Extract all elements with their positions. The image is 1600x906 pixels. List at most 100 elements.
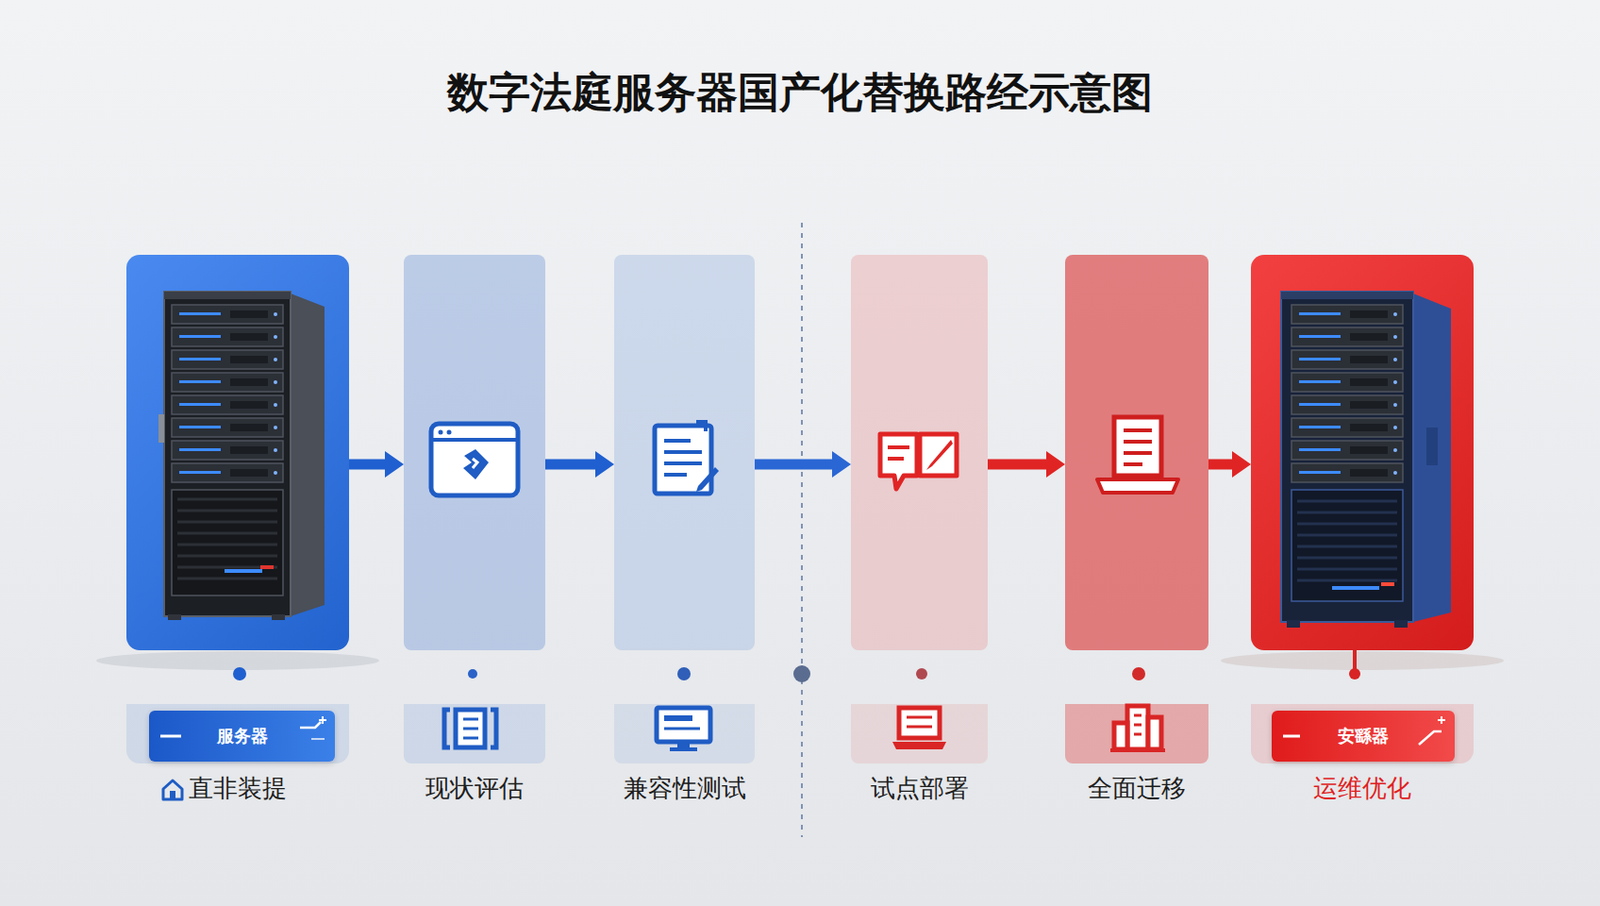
server-rack-part [1381,582,1395,586]
building-icon-part [1110,748,1166,752]
document-icon-part [463,727,479,731]
stage-label: 现状评估 [425,773,524,803]
document-edit-icon-part [696,466,719,492]
server-rack-part [1291,372,1403,392]
server-rack-part [167,614,182,620]
house-icon-part [169,790,176,800]
badge-decoration-part [318,716,327,724]
badge-pill: 安繇器 [1271,710,1455,762]
laptop-icon-part [892,741,947,750]
book-comment-icon-part [880,433,917,489]
stage-label: 运维优化 [1313,773,1412,803]
flow-arrow [349,450,404,478]
laptop-document-icon-part [1123,428,1152,433]
server-rack-part [224,568,263,573]
badge-decoration-part [1418,731,1442,745]
server-rack-part [1394,619,1408,628]
document-edit-icon-part [664,438,691,443]
monitor-icon [652,703,715,753]
server-rack-part [171,440,284,460]
stage-panel: 直非装提 服务器 [126,254,350,764]
arrow-head [832,450,851,478]
browser-icon-part [431,423,518,496]
browser-icon [428,420,521,499]
book-comment-icon-part [887,456,904,461]
server-rack-part [171,395,284,415]
server-rack-part [171,463,284,483]
badge-pill: 服务器 [149,710,335,762]
server-rack-part [1291,304,1403,324]
book-comment-icon-part [926,439,953,470]
document-icon-part [490,709,497,748]
server-rack [158,285,327,620]
server-rack-part [1291,489,1403,601]
server-rack-part [1291,440,1403,460]
document-edit-icon-part [664,472,687,477]
flow-arrow [987,450,1066,478]
server-rack-part [290,293,325,617]
book-comment-icon-part [887,445,910,450]
document-edit-icon-part [664,450,702,454]
monitor-icon-part [664,715,693,721]
stage-label: 试点部署 [870,773,969,803]
server-rack-part [171,350,284,369]
server-rack-part [1413,293,1451,622]
server-rack-part [171,417,284,437]
building-icon-part [1133,723,1142,727]
server-rack-part [271,614,285,620]
stage-band: 全面迁移 [1065,254,1209,764]
badge-label: 安繇器 [1271,710,1455,762]
stage-panel: 运维优化 安繇器 [1250,254,1474,764]
document-edit-icon-part [696,421,706,432]
monitor-icon-part [677,741,690,748]
background-decoration-part [1132,666,1146,681]
flow-arrow [1208,450,1251,478]
monitor-icon-part [669,747,698,751]
server-rack-part [171,489,284,596]
building-icon-part [1127,705,1149,750]
stage-label: 直非装提 [188,773,287,803]
server-rack-part [260,565,274,569]
house-icon [160,777,185,802]
server-rack-part [1297,500,1398,581]
server-rack-part [1281,291,1414,300]
badge-decoration-part [1437,716,1446,724]
document-icon [440,703,500,753]
background-decoration-part [1220,650,1504,670]
background-decoration-part [1349,667,1361,680]
server-rack-part [1332,585,1380,590]
laptop-document-icon-part [1123,450,1152,455]
server-rack [1275,285,1454,628]
server-rack-part [1426,427,1438,466]
stage-band: 现状评估 [403,254,546,764]
background-decoration-part [677,666,691,681]
building-icon [1110,701,1166,753]
server-rack-part [177,499,278,579]
browser-icon-part [472,458,478,468]
background-decoration-part [793,665,811,683]
document-icon-part [444,709,450,748]
laptop-document-icon [1091,413,1184,499]
server-rack-part [1291,463,1403,483]
background-decoration-part [916,667,928,680]
server-rack-part [1291,417,1403,437]
laptop-icon-part [906,716,933,719]
laptop-document-icon-part [1114,416,1162,476]
book-comment-icon [875,426,962,497]
laptop-document-icon-part [1097,479,1179,493]
browser-icon-part [431,437,518,442]
browser-icon-part [438,430,444,435]
server-rack-part [171,372,284,392]
badge-label: 服务器 [149,710,335,762]
document-icon-part [463,736,479,740]
arrow-shaft [349,459,385,470]
building-icon-part [1133,733,1142,736]
laptop-icon-part [899,707,940,738]
flow-arrow [754,450,851,478]
arrow-shaft [987,459,1047,470]
badge-decoration-part [160,734,182,738]
flow-arrow [545,450,615,478]
server-rack-part [1291,350,1403,369]
server-rack-part [158,414,165,443]
